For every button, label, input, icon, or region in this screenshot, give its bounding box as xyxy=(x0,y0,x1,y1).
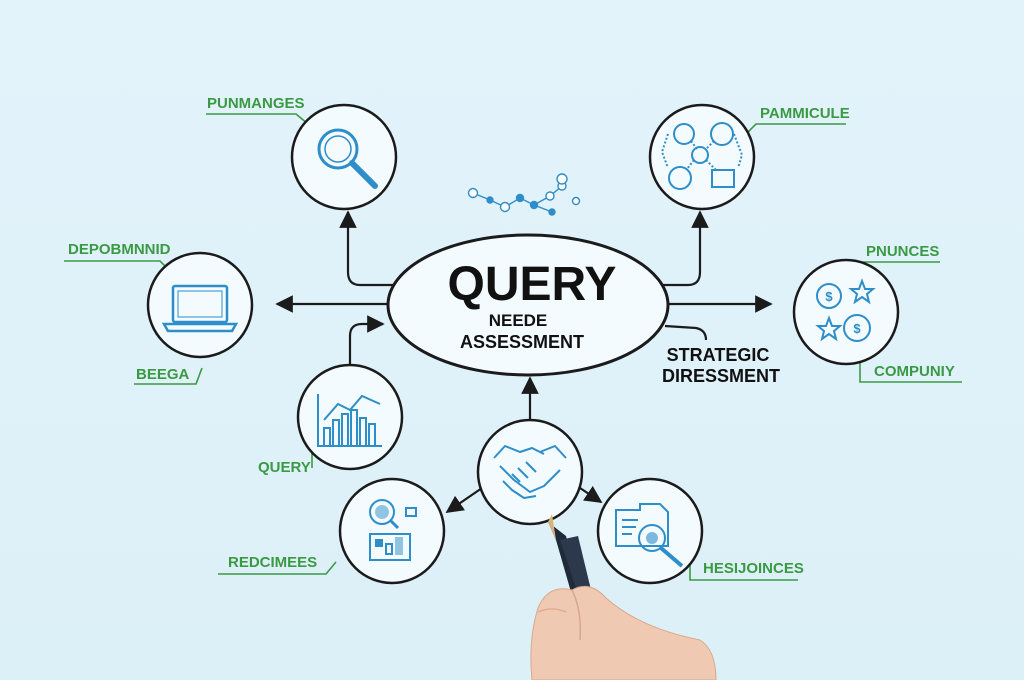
network-icon xyxy=(660,122,744,190)
node-bottom-right: HESIJOINCES xyxy=(596,477,804,585)
laptop-icon xyxy=(161,284,239,333)
central-line1: NEEDE xyxy=(489,311,548,330)
svg-text:$: $ xyxy=(853,321,861,336)
connector-bottom-left xyxy=(445,487,483,513)
connector-chart xyxy=(348,315,385,366)
node-left: DEPOBMNNID BEEGA xyxy=(64,241,254,385)
central-line2: ASSESSMENT xyxy=(460,332,584,352)
label-top-right: PAMMICULE xyxy=(760,105,850,122)
connectors xyxy=(275,210,773,513)
label-bottom-left: REDCIMEES xyxy=(228,554,317,571)
label-underline xyxy=(134,367,203,385)
label-chart: QUERY xyxy=(258,459,311,476)
connector-side-note xyxy=(664,324,708,341)
side-note-line1: STRATEGIC xyxy=(667,345,770,365)
label-top-left: PUNMANGES xyxy=(207,95,305,112)
side-note: STRATEGIC DIRESSMENT xyxy=(662,345,780,386)
molecule-decoration xyxy=(467,173,581,216)
handshake-icon xyxy=(493,445,567,499)
label-underline xyxy=(64,260,175,276)
stars-coins-icon: $ $ xyxy=(815,278,876,342)
svg-text:$: $ xyxy=(825,289,833,304)
label-right-lower: COMPUNIY xyxy=(874,363,955,380)
research-icon xyxy=(369,499,417,561)
label-left-lower: BEEGA xyxy=(136,366,190,383)
node-top-left: PUNMANGES xyxy=(206,95,398,211)
bar-chart-icon xyxy=(317,394,382,447)
node-handshake xyxy=(476,418,584,526)
label-bottom-right: HESIJOINCES xyxy=(703,560,804,577)
label-underline xyxy=(859,360,962,383)
label-left-upper: DEPOBMNNID xyxy=(68,241,171,258)
connector-bottom-right xyxy=(579,485,603,503)
central-title: QUERY xyxy=(448,258,617,311)
node-bottom-left: REDCIMEES xyxy=(218,477,446,585)
magnifier-icon xyxy=(317,128,378,189)
node-top-right: PAMMICULE xyxy=(648,103,850,211)
document-search-icon xyxy=(615,503,684,568)
connector-top-right xyxy=(655,210,709,287)
label-right-upper: PNUNCES xyxy=(866,243,939,260)
label-underline xyxy=(747,123,846,133)
connector-top-left xyxy=(339,210,400,287)
hand-with-pen xyxy=(530,514,717,680)
central-node: QUERY NEEDE ASSESSMENT xyxy=(386,233,670,377)
label-underline xyxy=(206,113,309,125)
side-note-line2: DIRESSMENT xyxy=(662,366,780,386)
node-right: PNUNCES COMPUNIY $ $ xyxy=(792,243,962,383)
label-underline xyxy=(689,560,798,581)
node-chart: QUERY xyxy=(258,363,404,476)
label-underline xyxy=(218,561,337,575)
hand xyxy=(530,585,717,680)
